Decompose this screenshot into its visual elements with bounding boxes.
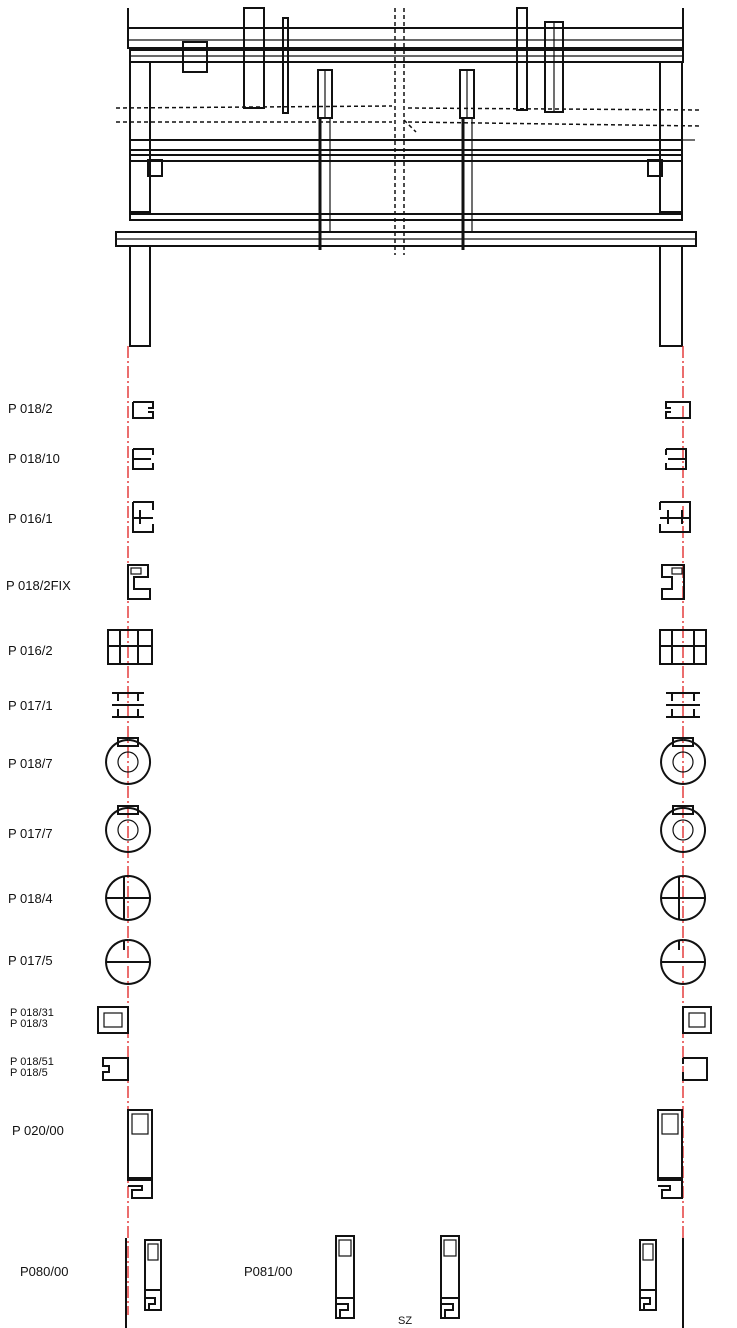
profile-label-r12b: P 018/5 (10, 1067, 48, 1079)
profile-label-r4: P 018/2FIX (6, 578, 71, 593)
profile-label-r6: P 017/1 (8, 698, 53, 713)
profile-label-r9: P 018/4 (8, 891, 53, 906)
profile-label-r1: P 018/2 (8, 401, 53, 416)
profile-label-r8: P 017/7 (8, 826, 53, 841)
profile-label-r3: P 016/1 (8, 511, 53, 526)
profile-label-r7: P 018/7 (8, 756, 53, 771)
frame-assembly (115, 7, 701, 347)
bottom-section: P080/00 P081/00 SZ (20, 1235, 684, 1328)
profile-label-r12a: P 018/51 (10, 1056, 54, 1068)
profile-label-r11a: P 018/31 (10, 1007, 54, 1019)
profile-label-r10: P 017/5 (8, 953, 53, 968)
profile-label-r5: P 016/2 (8, 643, 53, 658)
profile-label-r13: P 020/00 (12, 1123, 64, 1138)
right-profile-sections (657, 401, 712, 1199)
profile-label-r2: P 018/10 (8, 451, 60, 466)
profile-label-r11b: P 018/3 (10, 1018, 48, 1030)
left-profile-sections (97, 401, 154, 1199)
profile-labels: P 018/2 P 018/10 P 016/1 P 018/2FIX P 01… (6, 401, 71, 1138)
bottom-label-p080: P080/00 (20, 1264, 68, 1279)
center-mark-sz: SZ (398, 1315, 412, 1327)
bottom-label-p081: P081/00 (244, 1264, 292, 1279)
